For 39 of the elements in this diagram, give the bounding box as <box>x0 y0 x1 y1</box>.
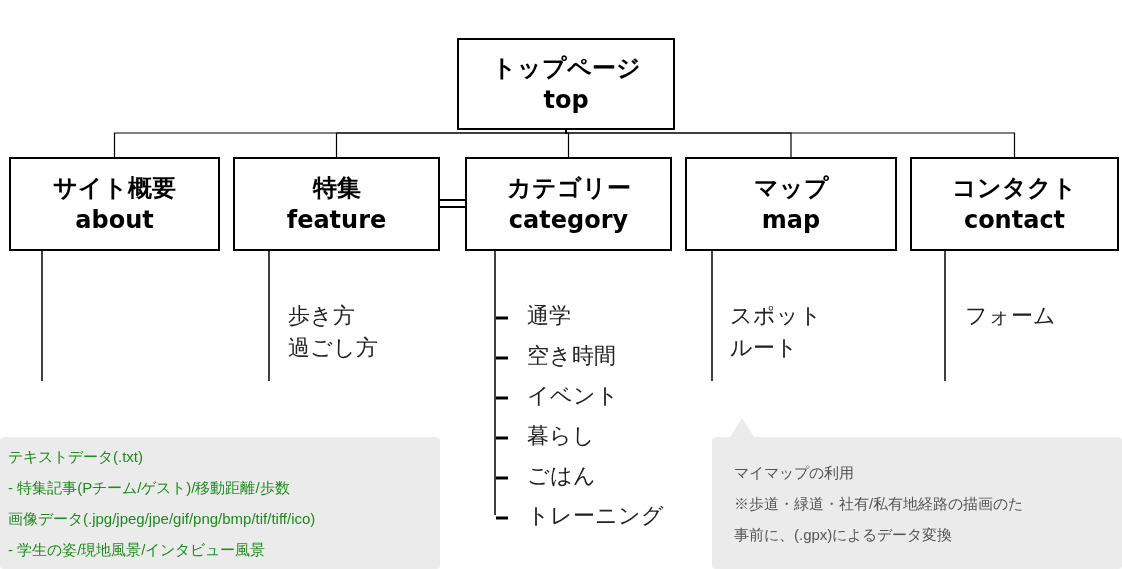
note-text: 事前に、(.gpx)によるデータ変換 <box>734 524 954 545</box>
page-title: about <box>75 205 154 236</box>
page-box <box>910 157 1119 251</box>
note-text: ※歩道・緑道・社有/私有地経路の描画のた <box>734 493 1025 514</box>
page-item: フォーム <box>965 302 1056 330</box>
note-text: 画像データ(.jpg/jpeg/jpe/gif/png/bmp/tif/tiff/ico) <box>8 509 317 529</box>
page-box <box>457 38 675 130</box>
page-title: トップページ <box>491 53 641 84</box>
page-item: 過ごし方 <box>288 334 378 362</box>
page-item: 空き時間 <box>527 342 616 370</box>
page-box <box>233 157 440 251</box>
note-text: マイマップの利用 <box>734 462 855 483</box>
page-item: ごはん <box>527 462 596 490</box>
connector-line <box>565 129 1016 158</box>
connector-line <box>335 129 567 158</box>
page-title: top <box>543 85 589 116</box>
page-box <box>685 157 897 251</box>
page-title: コンタクト <box>952 173 1077 204</box>
page-item: トレーニング <box>527 502 664 530</box>
page-title: カテゴリー <box>506 173 631 204</box>
page-item: スポット <box>730 302 822 330</box>
page-title: feature <box>286 205 387 236</box>
page-title: category <box>508 205 629 236</box>
note-text: - 特集記事(Pチーム/ゲスト)/移動距離/歩数 <box>8 478 291 498</box>
page-item: イベント <box>527 382 619 410</box>
note-text: テキストデータ(.txt) <box>8 447 144 467</box>
page-box <box>9 157 220 251</box>
note-text: - 学生の姿/現地風景/インタビュー風景 <box>8 540 267 560</box>
page-title: contact <box>963 205 1066 236</box>
page-item: 暮らし <box>527 422 595 450</box>
page-title: サイト概要 <box>53 173 176 204</box>
page-title: 特集 <box>312 173 361 204</box>
page-item: 通学 <box>527 302 571 330</box>
page-title: マップ <box>753 173 829 204</box>
connector-line <box>439 199 466 208</box>
page-item: 歩き方 <box>288 302 355 330</box>
page-title: map <box>761 205 821 236</box>
page-box <box>465 157 672 251</box>
page-item: ルート <box>730 334 798 362</box>
